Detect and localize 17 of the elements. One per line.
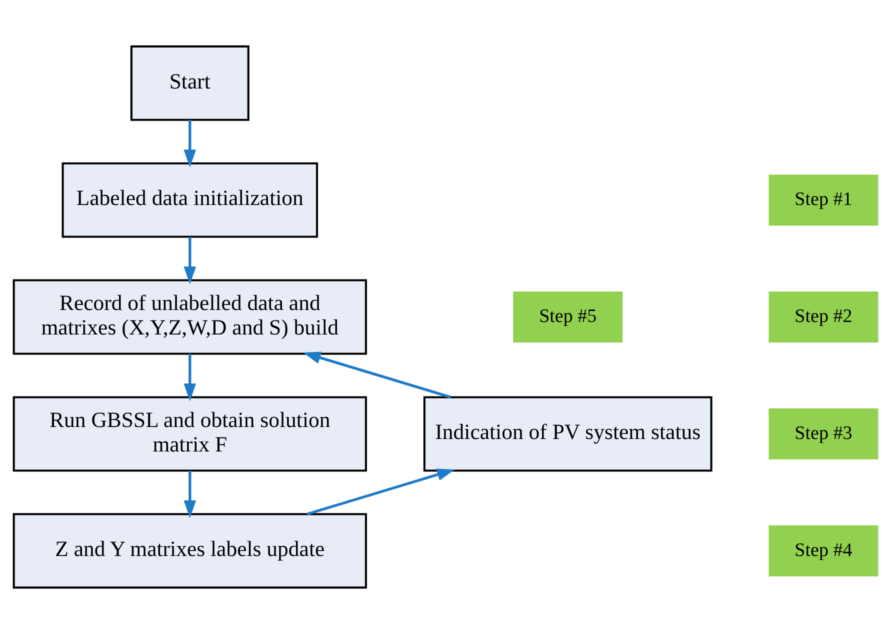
node-box: Indication of PV system status xyxy=(423,396,712,472)
arrow xyxy=(184,236,196,284)
node-box: Labeled data initialization xyxy=(62,162,318,238)
node-box: Step #5 xyxy=(513,291,623,342)
node-box: Step #4 xyxy=(768,524,878,576)
node-box: Z and Y matrixes labels update xyxy=(12,512,367,588)
arrow xyxy=(306,468,455,515)
node-box: Start xyxy=(130,44,250,120)
arrow xyxy=(184,470,196,518)
node-box: Step #3 xyxy=(768,408,878,459)
node-box: Run GBSSL and obtain solution matrix F xyxy=(12,396,367,472)
node-box: Step #1 xyxy=(768,174,878,226)
arrow xyxy=(184,353,196,401)
arrow xyxy=(302,351,452,398)
node-box: Record of unlabelled data and matrixes (X,Y,Z,W,D and S) build xyxy=(12,278,367,354)
node-box: Step #2 xyxy=(768,291,878,342)
arrow xyxy=(184,120,196,167)
